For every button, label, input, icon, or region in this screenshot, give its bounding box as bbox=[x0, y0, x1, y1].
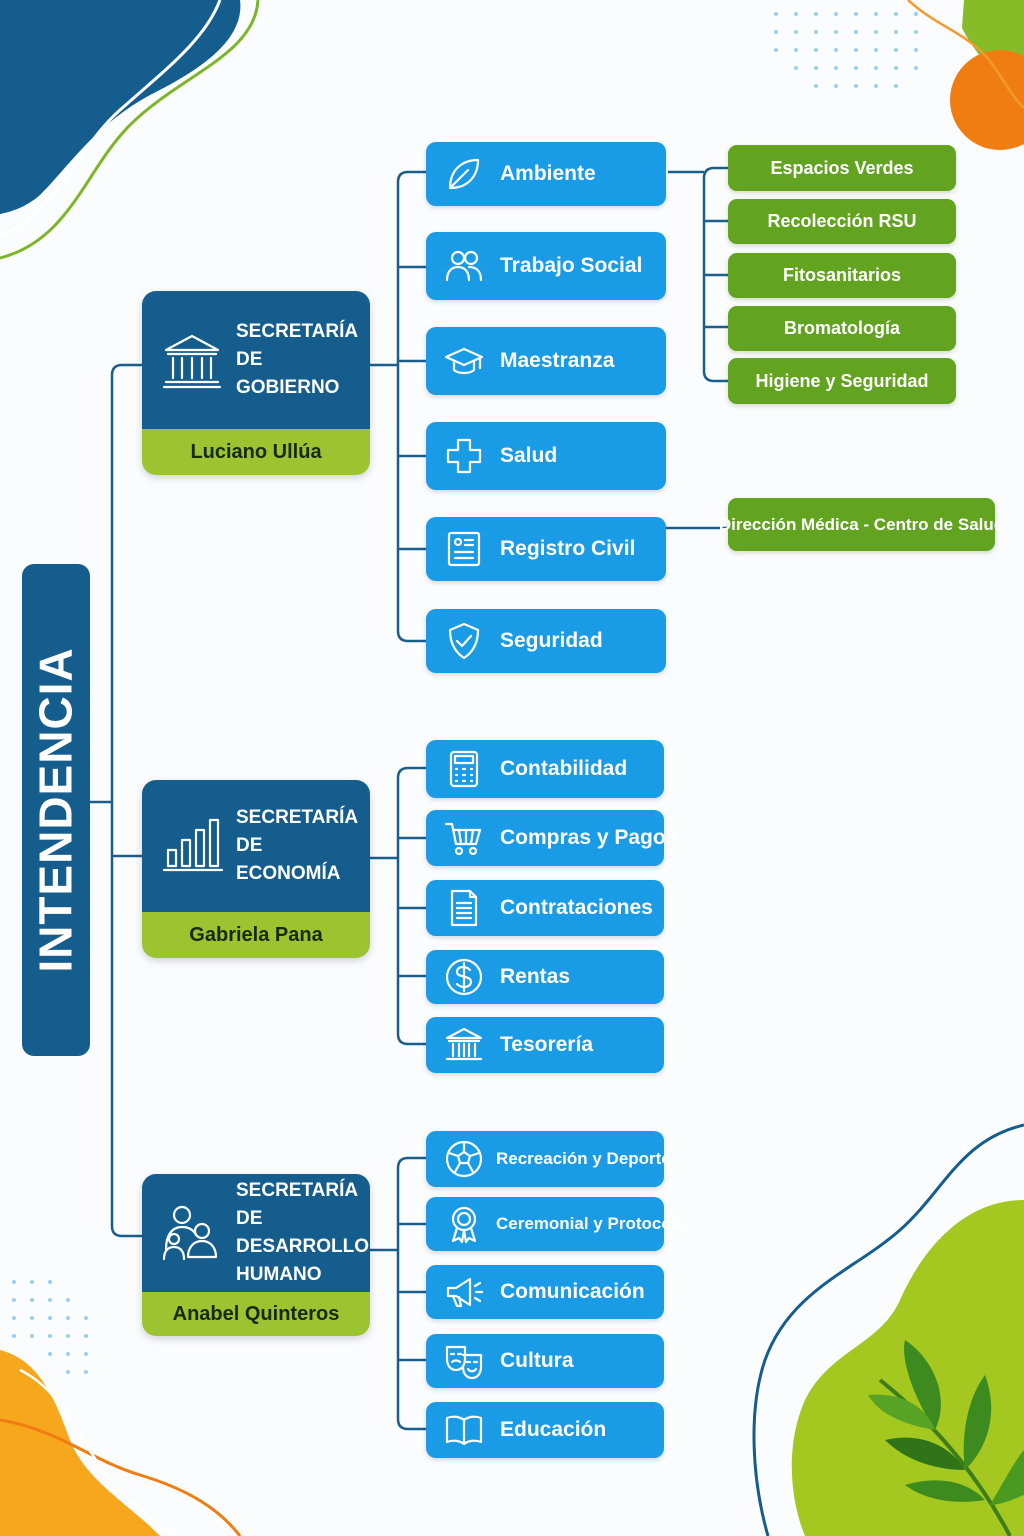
department-label: Educación bbox=[500, 1418, 607, 1441]
document-icon bbox=[450, 889, 478, 927]
curve-bottom-left-orange bbox=[0, 1418, 242, 1536]
department-label: Contabilidad bbox=[500, 757, 628, 780]
secretariat-title: SECRETARÍA DE GOBIERNO bbox=[236, 321, 359, 398]
department-seguridad: Seguridad bbox=[426, 609, 666, 673]
department-label: Ambiente bbox=[500, 162, 596, 185]
curve-top-left-white bbox=[0, 0, 222, 238]
department-maestranza: Maestranza bbox=[426, 327, 666, 395]
department-rentas: Rentas bbox=[426, 950, 664, 1004]
dollar-coin-icon bbox=[445, 958, 483, 996]
curve-bottom-right-navy bbox=[752, 1123, 1024, 1536]
theater-masks-icon bbox=[445, 1345, 483, 1380]
secretariat-header: SECRETARÍA DE DESARROLLO HUMANO bbox=[142, 1174, 370, 1292]
secretariat-gobierno: SECRETARÍA DE GOBIERNO Luciano Ullúa bbox=[142, 291, 370, 475]
blob-top-left-navy bbox=[0, 0, 241, 214]
secretariat-header: SECRETARÍA DE ECONOMÍA bbox=[142, 780, 370, 912]
department-trabajo-social: Trabajo Social bbox=[426, 232, 666, 300]
secretariat-head-name: Gabriela Pana bbox=[142, 912, 370, 958]
department-label: Cultura bbox=[500, 1349, 574, 1372]
people-icon bbox=[445, 250, 483, 282]
family-group-icon bbox=[162, 1205, 218, 1261]
department-compras-y-pagos: Compras y Pagos bbox=[426, 810, 677, 866]
department-tesoreria: Tesorería bbox=[426, 1017, 664, 1073]
department-label: Contrataciones bbox=[500, 896, 653, 919]
secretariat-title: SECRETARÍA DE DESARROLLO HUMANO bbox=[236, 1180, 369, 1285]
area-fitosanitarios: Fitosanitarios bbox=[728, 253, 956, 298]
department-ambiente: Ambiente bbox=[426, 142, 666, 206]
leaf-branch-decoration bbox=[868, 1340, 1024, 1536]
medical-cross-icon bbox=[446, 438, 482, 474]
department-salud: Salud bbox=[426, 422, 666, 490]
area-espacios-verdes: Espacios Verdes bbox=[728, 145, 956, 191]
department-label: Salud bbox=[500, 444, 558, 467]
graduation-cap-icon bbox=[444, 347, 484, 375]
secretariat-head-name: Luciano Ullúa bbox=[142, 429, 370, 475]
bar-chart-icon bbox=[162, 818, 224, 872]
department-contabilidad: Contabilidad bbox=[426, 740, 664, 798]
secretariat-economia: SECRETARÍA DE ECONOMÍA Gabriela Pana bbox=[142, 780, 370, 958]
open-book-icon bbox=[445, 1415, 483, 1446]
blob-top-right-orange bbox=[950, 50, 1024, 150]
department-label: Comunicación bbox=[500, 1280, 645, 1303]
award-ribbon-icon bbox=[451, 1206, 477, 1244]
department-educacion: Educación bbox=[426, 1402, 664, 1458]
department-label: Recreación y Deporte bbox=[496, 1149, 671, 1168]
secretariat-title: SECRETARÍA DE ECONOMÍA bbox=[236, 807, 359, 884]
department-contrataciones: Contrataciones bbox=[426, 880, 664, 936]
curve-bottom-left-white bbox=[19, 1368, 176, 1536]
secretariat-desarrollo-humano: SECRETARÍA DE DESARROLLO HUMANO Anabel Q… bbox=[142, 1174, 370, 1336]
government-building-icon bbox=[162, 334, 222, 389]
leaf-icon bbox=[448, 158, 480, 190]
curve-top-right-orange bbox=[907, 0, 1024, 109]
curve-top-left-green bbox=[0, 0, 260, 260]
department-label: Trabajo Social bbox=[500, 254, 643, 277]
area-recoleccion-rsu: Recolección RSU bbox=[728, 199, 956, 244]
calculator-icon bbox=[449, 750, 479, 788]
department-label: Maestranza bbox=[500, 349, 615, 372]
secretariat-header: SECRETARÍA DE GOBIERNO bbox=[142, 291, 370, 429]
department-label: Tesorería bbox=[500, 1033, 593, 1056]
blob-bottom-left-yellow bbox=[0, 1350, 160, 1536]
department-recreacion-y-deporte: Recreación y Deporte bbox=[426, 1131, 671, 1187]
area-higiene-y-seguridad: Higiene y Seguridad bbox=[728, 358, 956, 404]
secretariat-head-name: Anabel Quinteros bbox=[142, 1292, 370, 1336]
department-registro-civil: Registro Civil bbox=[426, 517, 666, 581]
area-bromatologia: Bromatología bbox=[728, 306, 956, 351]
root-intendencia: INTENDENCIA bbox=[22, 564, 90, 1056]
department-ceremonial-y-protocolo: Ceremonial y Protocolo bbox=[426, 1197, 687, 1251]
soccer-ball-icon bbox=[445, 1140, 483, 1178]
department-label: Rentas bbox=[500, 965, 571, 988]
megaphone-icon bbox=[446, 1277, 484, 1308]
shield-check-icon bbox=[448, 622, 480, 660]
id-document-icon bbox=[447, 531, 481, 567]
dot-pattern-top-right bbox=[774, 12, 918, 88]
area-direccion-medica: Dirección Médica - Centro de Salud bbox=[719, 498, 1004, 551]
department-label: Compras y Pagos bbox=[500, 826, 678, 849]
bank-icon bbox=[445, 1027, 483, 1061]
department-label: Ceremonial y Protocolo bbox=[496, 1214, 687, 1233]
dot-pattern-bottom-left bbox=[12, 1280, 88, 1374]
department-label: Seguridad bbox=[500, 629, 603, 652]
department-cultura: Cultura bbox=[426, 1334, 664, 1388]
root-label: INTENDENCIA bbox=[30, 647, 82, 973]
department-comunicacion: Comunicación bbox=[426, 1265, 664, 1319]
department-label: Registro Civil bbox=[500, 537, 636, 560]
shopping-cart-icon bbox=[444, 822, 482, 856]
